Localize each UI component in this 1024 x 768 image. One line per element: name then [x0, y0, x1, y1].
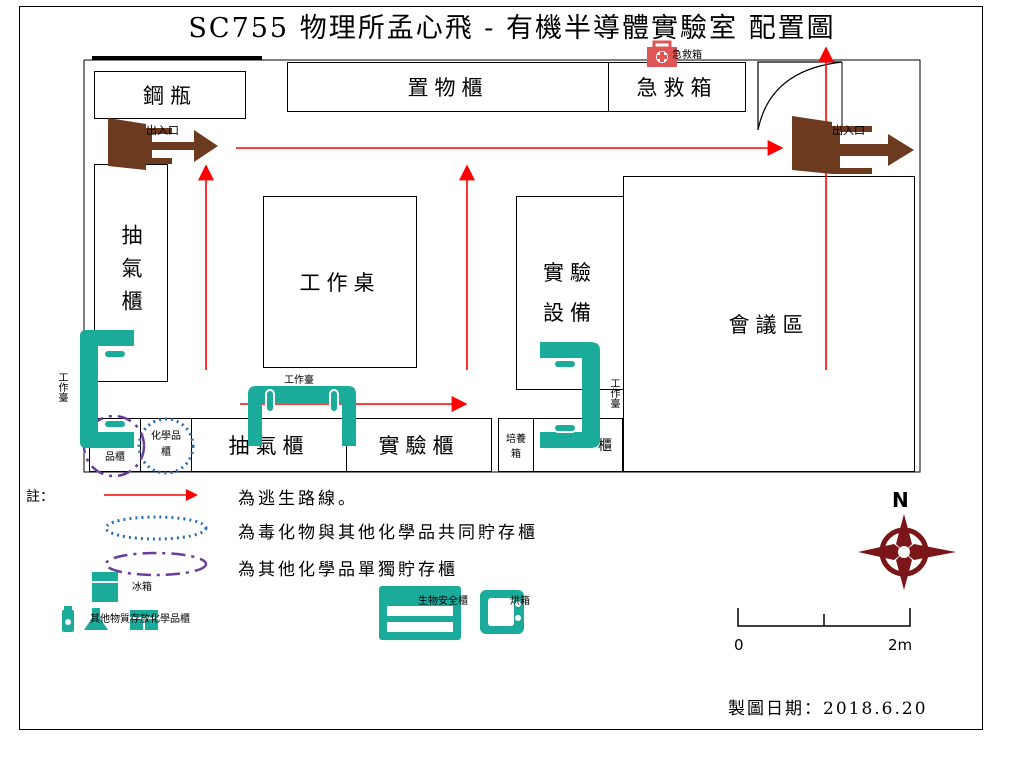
exit-right-label: 出入口 — [832, 124, 865, 137]
exit-right-icon — [792, 116, 914, 174]
fume-hood-left-label: 抽氣櫃 — [119, 223, 143, 323]
chem-storage-label: 化學品櫃 — [151, 431, 181, 458]
exit-left-label: 出入口 — [146, 124, 179, 137]
compass-icon — [858, 514, 956, 590]
workstation-right-icon — [540, 342, 600, 448]
scale-end: 2m — [888, 636, 913, 654]
biosafety-label: 生物安全櫃 — [418, 596, 468, 607]
oven-icon — [480, 590, 524, 634]
incubator-box: 培養箱 — [498, 418, 534, 472]
lab-cabinet-box: 實驗櫃 — [346, 418, 492, 472]
biosafety-cabinet-icon — [379, 586, 461, 640]
page-title: SC755 物理所孟心飛 - 有機半導體實驗室 配置圖 — [188, 13, 836, 44]
meeting-area-box: 會議區 — [623, 176, 915, 472]
first-aid-icon — [647, 40, 677, 67]
workstation-right-label: 工作臺 — [608, 378, 619, 408]
first-aid-box: 急救箱 — [608, 62, 746, 112]
workstation-left-label: 工作臺 — [56, 372, 67, 402]
map-frame — [19, 6, 983, 730]
storage-cabinet-box: 置物櫃 — [287, 62, 609, 112]
bottom-left-label: 其他物質存放化學品櫃 — [90, 614, 190, 625]
workbench-box: 工作桌 — [263, 196, 417, 368]
incubator-label: 培養箱 — [506, 434, 526, 460]
lab-equipment-label: 實驗設備 — [543, 261, 597, 325]
gas-cylinder-box: 鋼瓶 — [94, 71, 246, 119]
fume-hood-bottom-box: 抽氣櫃 — [191, 418, 347, 472]
first-aid-icon-label: 急救箱 — [672, 50, 702, 61]
legend-toxic-storage: 為毒化物與其他化學品共同貯存櫃 — [238, 523, 538, 543]
workstation-left-icon — [80, 330, 134, 448]
legend-symbols — [104, 489, 208, 577]
other-chem-label: 品櫃 — [105, 452, 125, 463]
exit-left-icon — [108, 118, 218, 170]
scale-start: 0 — [734, 636, 744, 654]
legend-note-label: 註： — [26, 489, 54, 505]
legend-other-storage: 為其他化學品單獨貯存櫃 — [238, 560, 458, 580]
drawing-date: 製圖日期：2018.6.20 — [728, 699, 928, 719]
oven-label: 烘箱 — [510, 596, 530, 607]
compass-north-label: N — [892, 488, 909, 512]
fridge-label: 冰箱 — [132, 582, 152, 593]
scale-bar — [737, 608, 911, 627]
legend-escape-route: 為逃生路線。 — [238, 489, 358, 509]
right-bottom-cabinet-label: 櫃 — [598, 438, 612, 454]
workstation-center-icon — [248, 386, 356, 446]
bottom-left-icons — [62, 606, 158, 632]
workstation-center-label: 工作臺 — [284, 375, 314, 386]
toxic-storage-ellipse — [137, 417, 195, 475]
fridge-icon — [92, 572, 118, 602]
